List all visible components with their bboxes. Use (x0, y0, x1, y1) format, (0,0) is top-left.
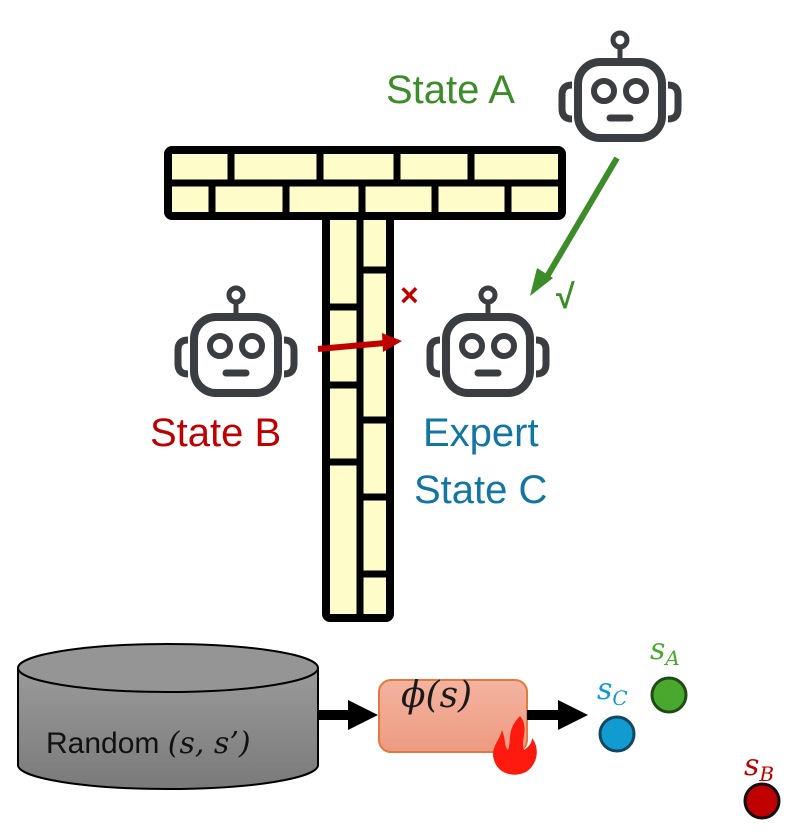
arrow-a-to-c (530, 156, 620, 296)
encoder-label: ϕ(s) (401, 675, 473, 716)
embedding-label-sub: B (759, 762, 775, 786)
embedding-label-base: s (597, 672, 613, 707)
embedding-label-sc: sC (597, 672, 628, 710)
embedding-point-sb (743, 782, 781, 820)
dataset-label-math: (s, s’) (167, 726, 251, 761)
wall-top (164, 146, 566, 220)
expert-label: Expert (423, 411, 539, 455)
embedding-label-sa: sA (650, 632, 680, 670)
cross-mark-icon: × (400, 277, 419, 313)
random-dataset-cylinder (17, 643, 319, 790)
embedding-label-sb: sB (744, 748, 774, 786)
robot-icon-expert-state-c (430, 288, 546, 393)
dataset-label-text: Random (46, 727, 160, 760)
fire-icon (493, 716, 537, 775)
dataset-label: Random (s, s’) (46, 726, 251, 761)
state-a-label: State A (386, 68, 515, 112)
embedding-label-sub: C (612, 686, 628, 710)
wall-stem (322, 212, 394, 622)
arrow-b-to-c (317, 333, 402, 352)
state-c-label: State C (414, 468, 548, 512)
robot-icon-state-b (178, 288, 294, 393)
embedding-label-base: s (744, 748, 760, 783)
embedding-point-sa (650, 676, 688, 714)
embedding-label-sub: A (665, 646, 680, 670)
check-mark-icon: √ (556, 278, 575, 316)
arrow-dataset-to-encoder (318, 700, 378, 730)
embedding-label-base: s (650, 632, 666, 667)
state-b-label: State B (150, 411, 282, 455)
robot-icon-state-a (562, 33, 678, 138)
embedding-point-sc (598, 715, 636, 753)
arrow-encoder-to-embeddings (527, 700, 588, 730)
